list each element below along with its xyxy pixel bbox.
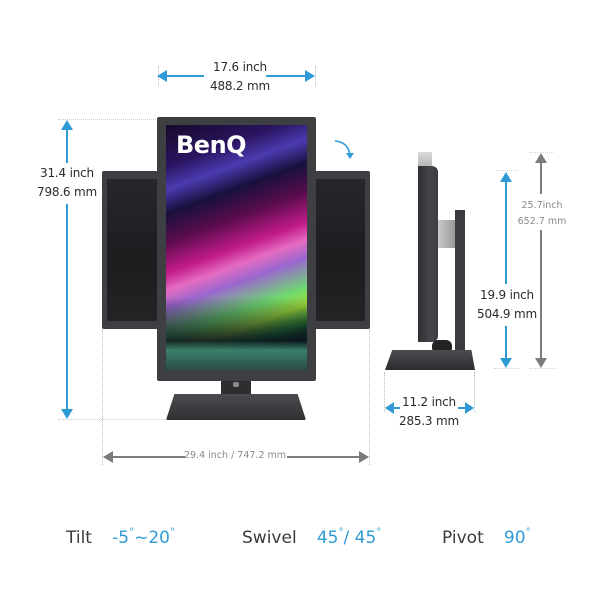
max-height-label: 31.4 inch 798.6 mm: [22, 164, 112, 202]
arrow-up-adjust-icon: [500, 172, 512, 182]
width-arrow-line-right: [266, 75, 310, 77]
monitor-side-panel: [418, 166, 438, 342]
adjust-height-inch: 19.9 inch: [480, 288, 534, 302]
total-height-inch: 25.7inch: [521, 200, 563, 211]
guide-total-left: [102, 329, 103, 465]
depth-arrow-line-right: [458, 407, 466, 409]
height-arrow-line-top: [66, 128, 68, 163]
total-height-mm: 652.7 mm: [517, 216, 567, 227]
monitor-landscape-right: [314, 171, 370, 329]
monitor-portrait-front: BenQ: [157, 117, 316, 381]
degree-icon: °: [338, 527, 344, 538]
spec-tilt-max: ~20: [134, 528, 171, 548]
spec-swivel: Swivel 45°/ 45°: [242, 527, 382, 548]
total-height-label: 25.7inch 652.7 mm: [510, 198, 574, 230]
spec-swivel-label: Swivel: [242, 528, 297, 548]
adjust-height-mm: 504.9 mm: [477, 307, 537, 321]
monitor-screen-aurora: BenQ: [166, 125, 307, 370]
monitor-base-front: [166, 394, 306, 420]
arrow-down-adjust-icon: [500, 358, 512, 368]
degree-icon: °: [170, 527, 176, 538]
monitor-side-stand-column: [455, 210, 465, 358]
monitor-stand-hinge: [233, 382, 239, 387]
monitor-landscape-right-screen: [314, 179, 365, 321]
total-width-line-right: [287, 456, 361, 458]
degree-icon: °: [376, 527, 382, 538]
arrow-right-grey-icon: [359, 451, 369, 463]
height-arrow-line-bottom: [66, 204, 68, 409]
total-width-label: 29.4 inch / 747.2 mm: [183, 450, 287, 461]
base-depth-inch: 11.2 inch: [402, 395, 456, 409]
spec-tilt-label: Tilt: [66, 528, 92, 548]
monitor-side-top-highlight: [418, 152, 432, 166]
arrow-down-icon: [61, 409, 73, 419]
max-height-mm: 798.6 mm: [37, 185, 97, 199]
adjust-height-line-top: [505, 180, 507, 284]
adjust-height-label: 19.9 inch 504.9 mm: [472, 286, 542, 324]
guide-total-height-bottom: [530, 368, 556, 369]
total-height-line-top: [540, 162, 542, 194]
guide-depth-left: [384, 372, 385, 412]
spec-pivot-value: 90: [503, 528, 526, 548]
brand-logo: BenQ: [176, 131, 247, 159]
guide-adjust-top: [496, 170, 518, 171]
spec-tilt-min: -5: [112, 528, 130, 548]
arrow-left-depth-icon: [385, 402, 394, 414]
arrow-left-icon: [157, 70, 167, 82]
max-height-inch: 31.4 inch: [40, 166, 94, 180]
guide-adjust-bottom: [494, 368, 520, 369]
guide-top-height: [58, 119, 158, 120]
arrow-down-grey-icon: [535, 358, 547, 368]
arrow-up-icon: [61, 120, 73, 130]
spec-swivel-left: 45: [316, 528, 339, 548]
depth-arrow-line-left: [392, 407, 400, 409]
guide-total-right: [369, 329, 370, 465]
monitor-landscape-left-screen: [107, 179, 160, 321]
width-arrow-line-left: [162, 75, 204, 77]
panel-width-mm: 488.2 mm: [210, 79, 270, 93]
panel-width-inch: 17.6 inch: [213, 60, 267, 74]
degree-icon: °: [129, 527, 135, 538]
guide-depth-right: [474, 372, 475, 412]
monitor-landscape-left: [102, 171, 160, 329]
spec-pivot: Pivot 90°: [442, 527, 531, 548]
monitor-side-base: [385, 350, 475, 370]
spec-swivel-right: / 45: [343, 528, 377, 548]
guide-bottom-height: [58, 419, 168, 420]
adjust-height-line-bottom: [505, 326, 507, 359]
pivot-rotate-arrow-icon: [334, 140, 354, 159]
base-depth-mm: 285.3 mm: [399, 414, 459, 428]
monitor-side-mount: [438, 220, 458, 248]
arrow-up-grey-icon: [535, 153, 547, 163]
guide-total-height-top: [530, 152, 554, 153]
guide-right-top: [315, 66, 316, 86]
spec-tilt: Tilt -5°~20°: [66, 527, 176, 548]
arrow-right-depth-icon: [465, 402, 474, 414]
arrow-right-icon: [305, 70, 315, 82]
total-height-line-bottom: [540, 230, 542, 360]
base-depth-label: 11.2 inch 285.3 mm: [392, 393, 466, 431]
spec-pivot-label: Pivot: [442, 528, 484, 548]
total-width-line-left: [110, 456, 185, 458]
arrow-left-grey-icon: [103, 451, 113, 463]
panel-width-label: 17.6 inch 488.2 mm: [190, 58, 290, 96]
degree-icon: °: [525, 527, 531, 538]
